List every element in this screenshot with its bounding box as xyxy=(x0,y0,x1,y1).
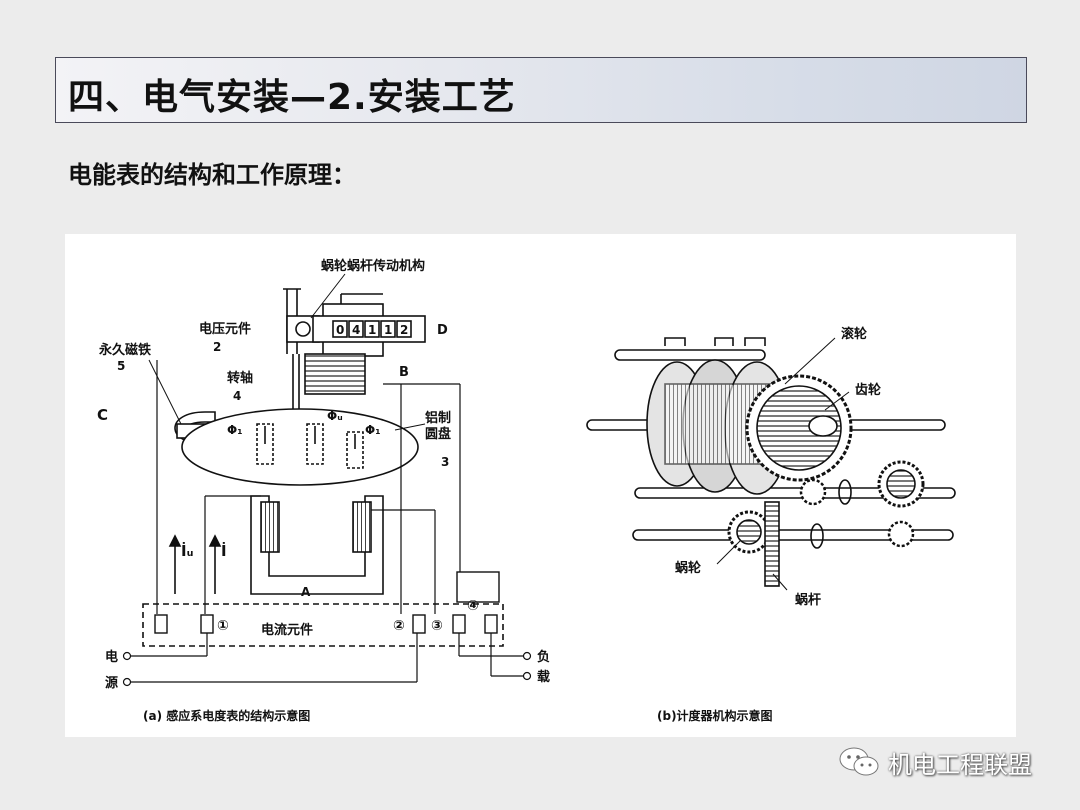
counter-digit-5: 2 xyxy=(400,323,408,337)
figure-panel: 蜗轮蜗杆传动机构 电压元件 2 永久磁铁 5 转轴 4 C B D 铝制 圆盘 … xyxy=(65,234,1016,737)
label-source-1: 电 xyxy=(105,649,118,665)
label-circle-1: ① xyxy=(217,618,229,634)
counter-mechanism xyxy=(586,337,956,591)
label-circle-3: ③ xyxy=(431,618,443,634)
label-num-5: 5 xyxy=(117,359,125,373)
label-i-u: İᵤ xyxy=(181,541,193,560)
label-num-4: 4 xyxy=(233,389,241,403)
small-gears xyxy=(727,460,925,554)
current-arrows xyxy=(168,534,222,594)
label-letter-a: A xyxy=(301,585,311,599)
meter-diagram: 蜗轮蜗杆传动机构 电压元件 2 永久磁铁 5 转轴 4 C B D 铝制 圆盘 … xyxy=(97,258,956,723)
label-circle-4: ④ xyxy=(467,598,479,614)
label-shaft: 转轴 xyxy=(227,370,253,386)
label-i: İ xyxy=(221,541,227,560)
label-phi-1b: Φ₁ xyxy=(365,423,380,437)
title-bar: 四、电气安装—2.安装工艺 xyxy=(55,57,1027,123)
counter-register xyxy=(312,315,426,343)
label-aluminum-disc-1: 铝制 xyxy=(425,410,451,426)
label-source-2: 源 xyxy=(105,675,118,691)
label-phi-u: Φᵤ xyxy=(327,409,343,423)
label-letter-c: C xyxy=(97,406,108,424)
caption-figure-b: (b)计度器机构示意图 xyxy=(657,708,773,723)
label-num-3: 3 xyxy=(441,455,449,469)
main-gear xyxy=(745,374,853,482)
leader-lines xyxy=(148,273,426,431)
induction-meter-structure xyxy=(122,273,532,687)
flux-markers xyxy=(256,423,364,469)
counter-digit-4: 1 xyxy=(384,323,392,337)
slide-subtitle: 电能表的结构和工作原理： xyxy=(68,161,356,189)
label-worm: 蜗杆 xyxy=(795,592,821,608)
label-load-2: 载 xyxy=(537,669,550,685)
label-letter-d: D xyxy=(437,323,448,338)
label-worm-wheel: 蜗轮 xyxy=(675,560,701,576)
supply-lines xyxy=(122,633,532,687)
label-worm-mechanism: 蜗轮蜗杆传动机构 xyxy=(321,258,425,274)
worm-screw xyxy=(764,479,852,587)
voltage-element-core xyxy=(304,293,384,395)
watermark-text: 机电工程联盟 xyxy=(888,750,1032,779)
label-circle-2: ② xyxy=(393,618,405,634)
terminals xyxy=(154,571,500,634)
current-element-core xyxy=(250,495,384,595)
counter-digit-3: 1 xyxy=(368,323,376,337)
label-voltage-element: 电压元件 xyxy=(199,321,251,337)
wechat-icon xyxy=(839,747,879,776)
label-letter-b: B xyxy=(399,365,409,380)
label-aluminum-disc-2: 圆盘 xyxy=(425,426,451,442)
label-num-2: 2 xyxy=(213,340,221,354)
aluminum-disc xyxy=(181,408,419,486)
leader-lines-b xyxy=(716,337,850,591)
terminal-block xyxy=(142,603,504,647)
label-roller: 滚轮 xyxy=(841,326,867,342)
label-current-element: 电流元件 xyxy=(261,622,313,638)
slide-title: 四、电气安装—2.安装工艺 xyxy=(68,77,516,118)
label-load-1: 负 xyxy=(537,649,550,665)
label-permanent-magnet: 永久磁铁 xyxy=(98,342,151,358)
label-phi-1a: Φ₁ xyxy=(227,423,242,437)
watermark: 机电工程联盟 xyxy=(838,746,1032,779)
top-brackets xyxy=(664,337,766,346)
label-gear: 齿轮 xyxy=(855,382,881,398)
counter-digit-1: 0 xyxy=(336,323,344,337)
counter-digit-2: 4 xyxy=(352,323,360,337)
caption-figure-a: (a) 感应系电度表的结构示意图 xyxy=(143,708,310,723)
wiring xyxy=(156,360,461,614)
